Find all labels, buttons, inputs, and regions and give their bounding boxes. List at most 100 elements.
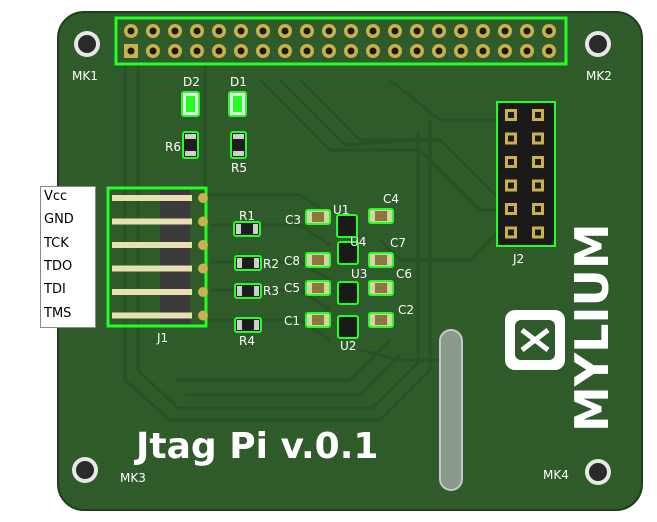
label-c5: C5 [284, 281, 300, 295]
gpio-pin [542, 44, 556, 58]
board-slot [439, 329, 463, 491]
led-d1[interactable] [228, 91, 247, 117]
gpio-pin [454, 24, 468, 38]
capacitor[interactable] [305, 252, 331, 268]
gpio-pin [520, 44, 534, 58]
mounting-hole-mk2 [585, 31, 611, 57]
j1-pin [112, 240, 208, 250]
label-u3: U3 [351, 267, 367, 281]
j2-pin [505, 179, 517, 192]
capacitor[interactable] [368, 312, 394, 328]
resistor[interactable] [234, 283, 262, 299]
gpio-pin [300, 44, 314, 58]
j2-pin [505, 109, 517, 121]
ic[interactable] [337, 241, 359, 265]
mounting-hole-mk3 [72, 457, 98, 483]
label-u1: U1 [333, 203, 349, 217]
j2-pin [532, 226, 544, 239]
label-d1: D1 [230, 75, 247, 89]
gpio-pin [212, 44, 226, 58]
board-title: Jtag Pi v.0.1 [133, 426, 378, 467]
jtag-label-vcc: Vcc [44, 189, 68, 204]
connector-j2[interactable] [496, 101, 556, 247]
label-c3: C3 [285, 213, 301, 227]
ic[interactable] [337, 315, 359, 339]
gpio-pin [124, 24, 138, 38]
gpio-pin [432, 44, 446, 58]
gpio-pin [366, 24, 380, 38]
gpio-pin [278, 24, 292, 38]
label-d2: D2 [183, 75, 200, 89]
capacitor[interactable] [368, 208, 394, 224]
label-c4: C4 [383, 192, 399, 206]
ic[interactable] [336, 214, 358, 238]
ics [336, 214, 359, 339]
j2-pin [505, 226, 517, 239]
j1-pin [112, 193, 208, 203]
capacitor[interactable] [305, 280, 331, 296]
label-c1: C1 [284, 314, 300, 328]
resistor-r5[interactable] [230, 131, 247, 159]
gpio-pin [366, 44, 380, 58]
label-u2: U2 [340, 339, 356, 353]
label-r6: R6 [165, 140, 181, 154]
jtag-pin-legend [40, 186, 96, 328]
jtag-label-tdo: TDO [44, 259, 73, 274]
j2-pin [532, 109, 544, 121]
gpio-pin [498, 24, 512, 38]
gpio-pin [146, 44, 160, 58]
gpio-pin [190, 44, 204, 58]
led-d2[interactable] [181, 91, 200, 117]
jtag-label-gnd: GND [44, 212, 74, 227]
label-c7: C7 [390, 236, 406, 250]
gpio-pin [234, 44, 248, 58]
label-r3: R3 [263, 284, 279, 298]
traces [123, 62, 502, 422]
capacitors [305, 208, 394, 328]
label-mk2: MK2 [586, 69, 612, 83]
j1-pin [112, 263, 208, 274]
connector-j1[interactable] [106, 186, 208, 328]
gpio-pin [454, 44, 468, 58]
j1-pin [112, 310, 208, 321]
label-r4: R4 [239, 334, 255, 348]
gpio-pin [256, 24, 270, 38]
j2-pin [532, 179, 544, 192]
brand-text: MYLIUM [565, 223, 619, 432]
gpio-pin [432, 24, 446, 38]
gpio-pin [520, 24, 534, 38]
gpio-header[interactable] [114, 16, 568, 66]
label-c8: C8 [284, 254, 300, 268]
resistor-r6[interactable] [182, 131, 199, 159]
capacitor[interactable] [368, 252, 394, 268]
gpio-pin [344, 24, 358, 38]
capacitor[interactable] [368, 280, 394, 296]
j2-pin [532, 203, 544, 215]
gpio-pin [234, 24, 248, 38]
gpio-pin [190, 24, 204, 38]
ic[interactable] [337, 281, 359, 305]
gpio-pin [278, 44, 292, 58]
j2-pin [532, 132, 544, 145]
horizontal-resistors [233, 221, 262, 333]
capacitor[interactable] [305, 312, 331, 328]
j1-pin [112, 216, 208, 227]
gpio-pin [256, 44, 270, 58]
label-j1: J1 [156, 331, 168, 345]
gpio-pin [388, 44, 402, 58]
label-j2: J2 [512, 252, 524, 266]
j2-pin [505, 132, 517, 145]
mounting-hole-mk4 [585, 459, 611, 485]
gpio-pin [168, 24, 182, 38]
label-mk1: MK1 [72, 69, 98, 83]
gpio-pin [410, 24, 424, 38]
gpio-pin [344, 44, 358, 58]
label-r1: R1 [239, 209, 255, 223]
capacitor[interactable] [305, 209, 331, 225]
mounting-hole-mk1 [74, 31, 100, 57]
resistor[interactable] [234, 317, 262, 333]
gpio-pin [498, 44, 512, 58]
resistor[interactable] [233, 221, 261, 237]
resistor[interactable] [234, 255, 262, 271]
j2-pin [532, 156, 544, 168]
